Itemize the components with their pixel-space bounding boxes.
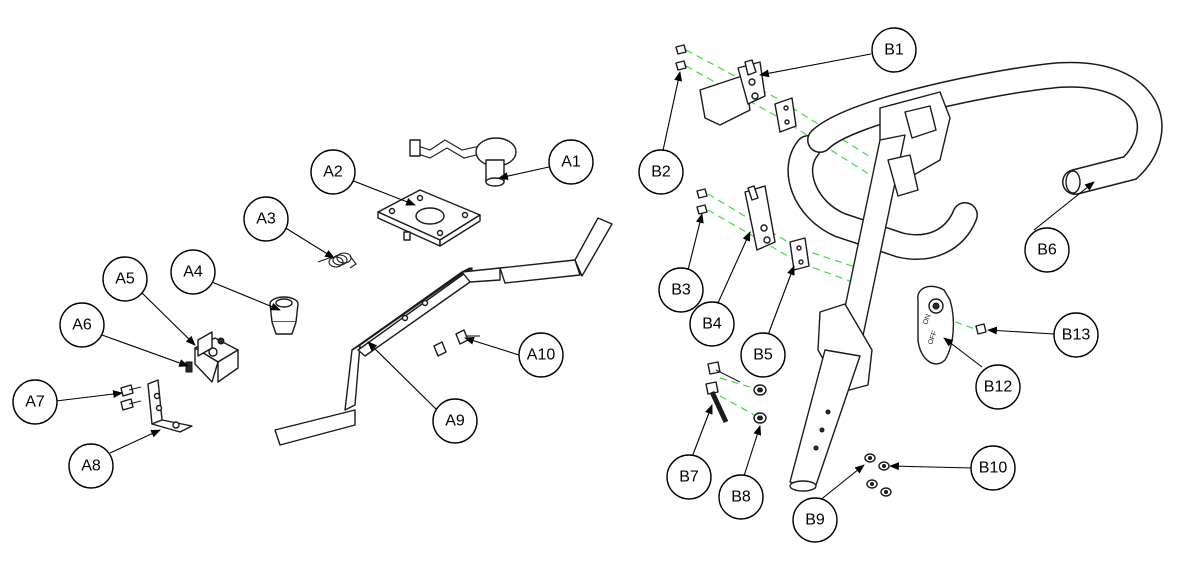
part-a3-spring <box>317 252 357 269</box>
part-b3-screws <box>696 188 708 215</box>
part-a10-screws <box>433 329 480 357</box>
part-a5-bracket <box>194 331 239 383</box>
svg-text:B12: B12 <box>984 379 1013 396</box>
svg-text:B4: B4 <box>702 316 722 333</box>
part-b8-nuts <box>753 384 767 424</box>
part-a7-screws <box>120 384 142 411</box>
callout-a9[interactable]: A9 <box>432 398 478 444</box>
part-b1-clamp <box>699 59 797 133</box>
part-b6-tiller-handlebar <box>787 61 1163 492</box>
part-a4-bushing <box>269 296 299 335</box>
svg-text:B8: B8 <box>731 489 751 506</box>
part-b13-screw <box>975 323 987 335</box>
part-a6-screw <box>185 361 193 373</box>
callout-a7[interactable]: A7 <box>12 379 58 425</box>
callout-b2[interactable]: B2 <box>638 149 684 195</box>
callout-b8[interactable]: B8 <box>718 474 764 520</box>
callout-b5[interactable]: B5 <box>740 332 786 378</box>
svg-text:A8: A8 <box>81 458 101 475</box>
svg-text:A2: A2 <box>323 164 343 181</box>
svg-text:B10: B10 <box>979 460 1008 477</box>
svg-text:B7: B7 <box>679 469 699 486</box>
callout-b7[interactable]: B7 <box>666 454 712 500</box>
callout-a1[interactable]: A1 <box>548 139 594 185</box>
callout-b9[interactable]: B9 <box>792 497 838 543</box>
svg-text:A6: A6 <box>72 317 92 334</box>
callout-b12[interactable]: B12 <box>975 364 1021 410</box>
svg-text:A4: A4 <box>183 264 203 281</box>
part-b5-plate <box>789 237 810 271</box>
svg-text:B13: B13 <box>1062 327 1091 344</box>
svg-text:B6: B6 <box>1037 242 1057 259</box>
callout-a2[interactable]: A2 <box>310 149 356 195</box>
part-b4-clamp <box>744 185 776 251</box>
callout-a3[interactable]: A3 <box>243 196 289 242</box>
part-b9-b10-nuts-washers <box>864 453 892 497</box>
callout-b6[interactable]: B6 <box>1024 227 1070 273</box>
callout-a6[interactable]: A6 <box>59 302 105 348</box>
svg-text:OFF: OFF <box>927 330 938 346</box>
svg-text:A10: A10 <box>527 347 556 364</box>
part-b2-screws <box>675 44 687 71</box>
svg-text:A7: A7 <box>25 394 45 411</box>
svg-text:A3: A3 <box>256 211 276 228</box>
callout-a4[interactable]: A4 <box>170 249 216 295</box>
part-a9-lever-arm <box>274 217 613 446</box>
part-a1-switch-knob <box>409 137 517 187</box>
svg-text:B3: B3 <box>671 282 691 299</box>
svg-text:B5: B5 <box>753 347 773 364</box>
svg-text:B9: B9 <box>805 512 825 529</box>
callout-b1[interactable]: B1 <box>871 27 917 73</box>
callout-a10[interactable]: A10 <box>518 332 564 378</box>
callout-a5[interactable]: A5 <box>102 256 148 302</box>
callout-b4[interactable]: B4 <box>689 301 735 347</box>
svg-text:B1: B1 <box>884 42 904 59</box>
part-a2-mounting-plate <box>377 189 481 247</box>
svg-text:A1: A1 <box>561 154 581 171</box>
part-a8-angle-bracket <box>147 379 193 433</box>
callout-a8[interactable]: A8 <box>68 443 114 489</box>
svg-text:ON: ON <box>922 313 932 325</box>
callout-b10[interactable]: B10 <box>970 445 1016 491</box>
callout-b3[interactable]: B3 <box>658 267 704 313</box>
callout-b13[interactable]: B13 <box>1053 312 1099 358</box>
svg-text:A9: A9 <box>445 413 465 430</box>
svg-text:A5: A5 <box>115 271 135 288</box>
part-b12-key-switch-cover: ON OFF <box>917 285 955 365</box>
leader-lines <box>55 53 1095 502</box>
part-b7-bolts <box>705 361 741 424</box>
svg-text:B2: B2 <box>651 164 671 181</box>
